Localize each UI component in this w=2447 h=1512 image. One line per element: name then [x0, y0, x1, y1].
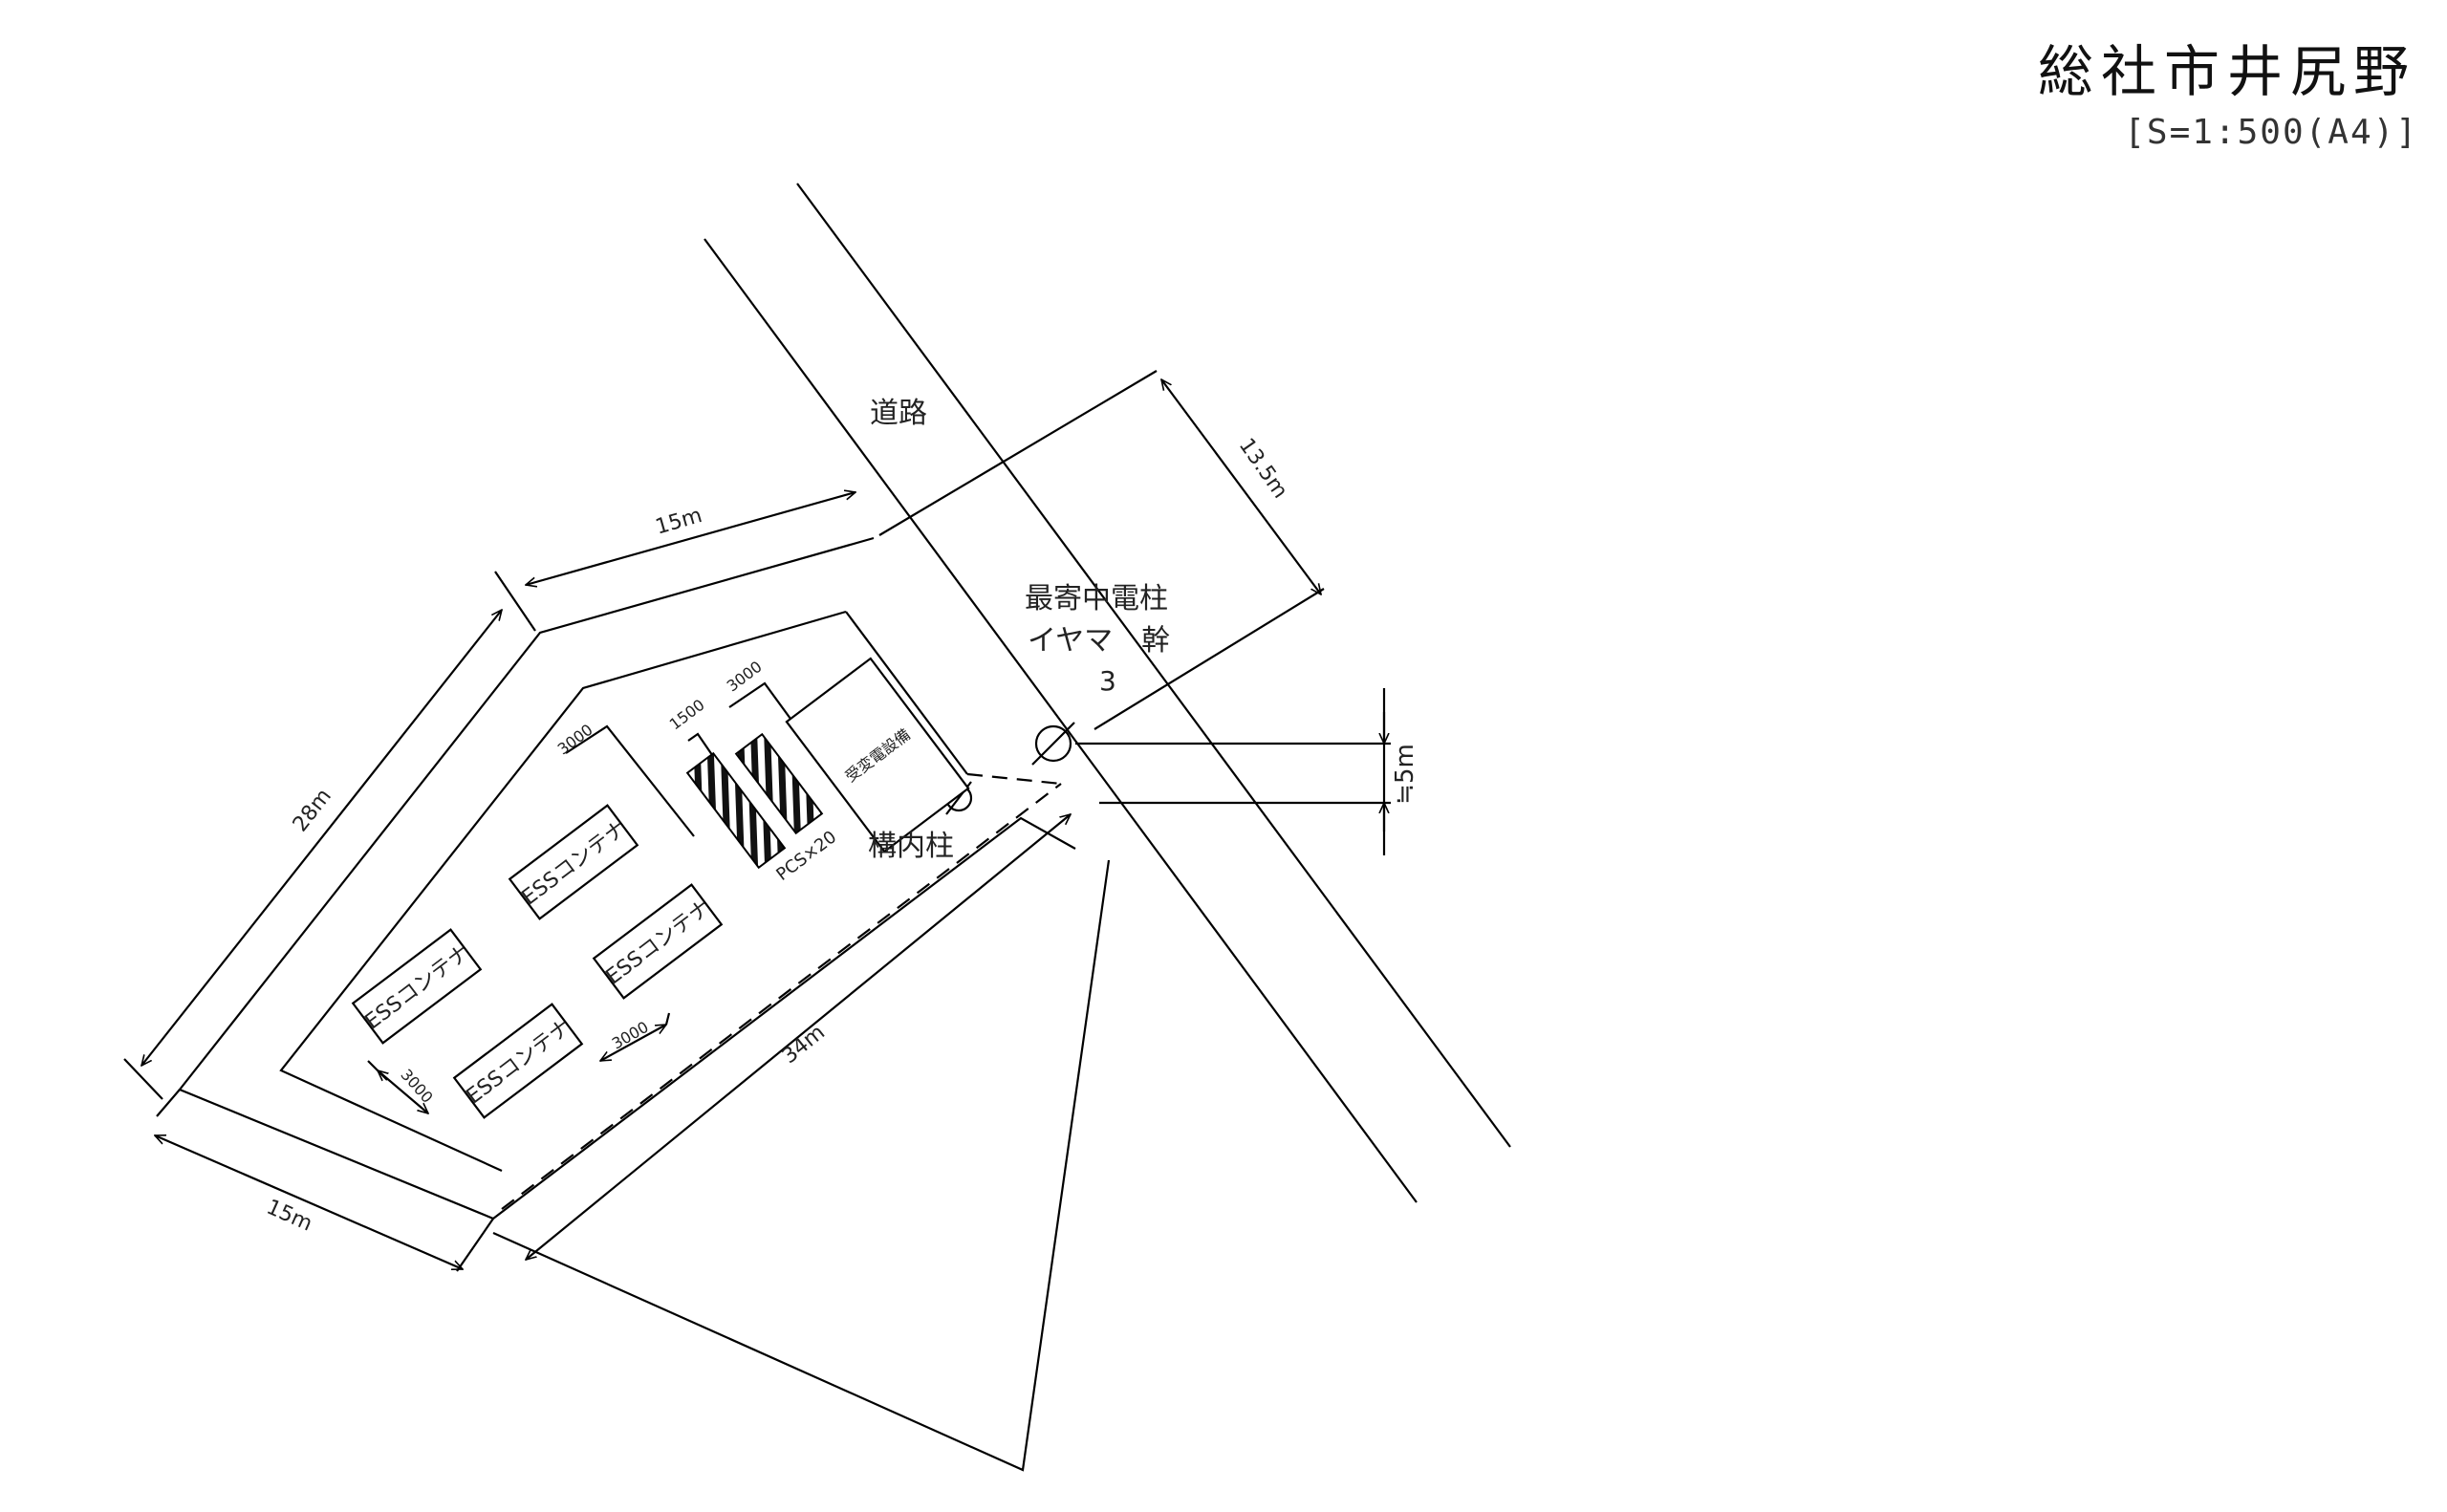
extension-line: [456, 1218, 494, 1272]
gap-label-a: 3000: [554, 721, 596, 759]
gap-label-b: 1500: [666, 696, 708, 734]
ess-container-2: ESSコンテナ: [592, 883, 724, 1000]
gap-tick: [367, 1060, 388, 1081]
dim-label-pole: ≒5m: [1391, 744, 1419, 805]
transformer-box: 受変電設備: [785, 657, 970, 853]
gap-label-e: 3000: [609, 1018, 652, 1053]
pcs-block-2: [734, 732, 824, 835]
site-boundary: [178, 536, 1076, 1220]
nearest-pole-label-1: 最寄中電柱: [1025, 582, 1168, 616]
ess-container-1: ESSコンテナ: [508, 804, 639, 920]
extension-line: [123, 1058, 163, 1100]
pcs-block-1: [685, 751, 787, 870]
nearest-pole-label-2: イヤマ 幹: [1028, 624, 1170, 658]
gap-label-c: 3000: [724, 658, 766, 696]
extension-line: [878, 370, 1158, 536]
ess-container-3: ESSコンテナ: [351, 928, 483, 1045]
nearest-pole-symbol: [1034, 724, 1072, 763]
ess-container-4: ESSコンテナ: [452, 1003, 584, 1119]
location-title: 総社市井尻野: [2037, 39, 2416, 104]
dim-line-top: [526, 492, 855, 585]
extension-line: [1094, 588, 1325, 730]
dim-line-left: [141, 610, 502, 1066]
nearest-pole-mark: [1031, 722, 1075, 766]
inner-fence-dashed-side: [966, 772, 1062, 786]
road-edge-right: [796, 183, 1511, 1148]
nearest-pole-label-3: 3: [1099, 665, 1116, 697]
dim-line-bottom-left: [155, 1134, 463, 1271]
dim-line-road: [1161, 379, 1321, 594]
inner-fence-right: [845, 611, 968, 775]
dim-line-bottom-right: [526, 814, 1071, 1260]
dim-label-top: 15m: [653, 504, 704, 540]
scale-note: [S=1:500(A4)]: [2124, 113, 2418, 152]
onsite-pole-label: 構内柱: [868, 830, 954, 863]
pcs-label: PCS×20: [772, 827, 840, 885]
gap-bracket-a: [565, 724, 695, 837]
gap-tick: [664, 1012, 671, 1026]
gap-bracket-e: [600, 1024, 666, 1062]
road-label: 道路: [870, 397, 927, 430]
dim-label-bottom-right: 34m: [778, 1021, 830, 1069]
gap-label-d: 3000: [397, 1066, 436, 1107]
site-boundary-lower: [492, 859, 1111, 1472]
extension-line: [156, 1089, 181, 1117]
road-edge-left: [704, 238, 1418, 1203]
dim-label-road: 13.5m: [1234, 434, 1292, 503]
extension-line: [494, 571, 536, 632]
